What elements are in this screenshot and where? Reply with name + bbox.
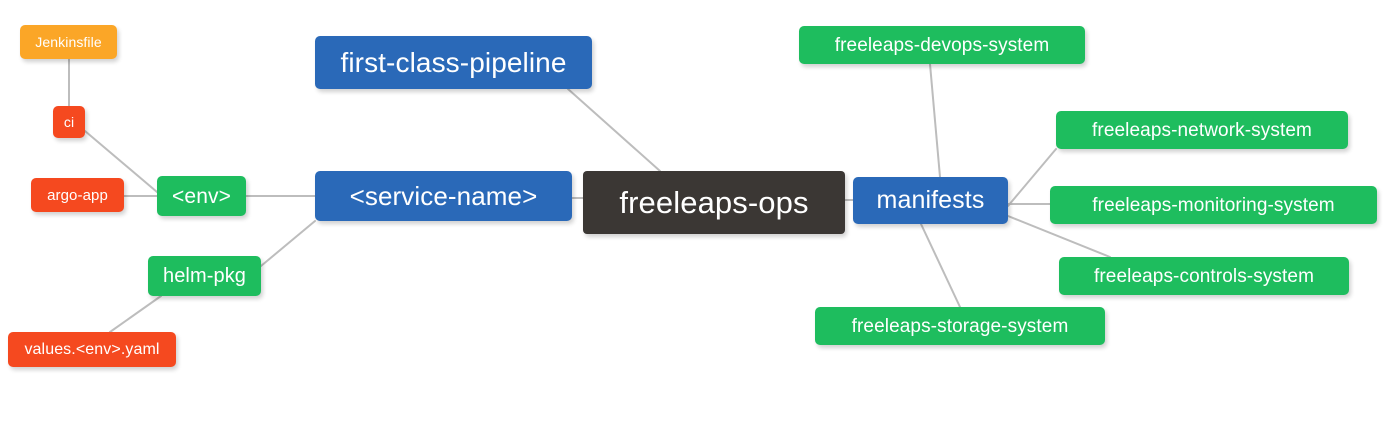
mindmap-node-argo-app[interactable]: argo-app [31, 178, 124, 212]
mindmap-edge [109, 295, 162, 333]
mindmap-node-freeleaps-network-system[interactable]: freeleaps-network-system [1056, 111, 1348, 149]
mindmap-node-manifests[interactable]: manifests [853, 177, 1008, 224]
mindmap-node-env[interactable]: <env> [157, 176, 246, 216]
mindmap-node-freeleaps-devops-system[interactable]: freeleaps-devops-system [799, 26, 1085, 64]
mindmap-edge [929, 63, 941, 178]
mindmap-node-freeleaps-monitoring-system[interactable]: freeleaps-monitoring-system [1050, 186, 1377, 224]
mindmap-node-freeleaps-ops[interactable]: freeleaps-ops [583, 171, 845, 234]
mindmap-edge [260, 220, 316, 267]
mindmap-node-freeleaps-storage-system[interactable]: freeleaps-storage-system [815, 307, 1105, 345]
mindmap-node-freeleaps-controls-system[interactable]: freeleaps-controls-system [1059, 257, 1349, 295]
mindmap-node-helm-pkg[interactable]: helm-pkg [148, 256, 261, 296]
mindmap-node-ci[interactable]: ci [53, 106, 85, 138]
mindmap-node-values-yaml[interactable]: values.<env>.yaml [8, 332, 176, 367]
mindmap-node-service-name[interactable]: <service-name> [315, 171, 572, 221]
mindmap-edge [1007, 148, 1057, 207]
mindmap-node-jenkinsfile[interactable]: Jenkinsfile [20, 25, 117, 59]
mindmap-edge [567, 88, 661, 172]
mindmap-edge [920, 223, 961, 308]
mindmap-node-first-class-pipeline[interactable]: first-class-pipeline [315, 36, 592, 89]
